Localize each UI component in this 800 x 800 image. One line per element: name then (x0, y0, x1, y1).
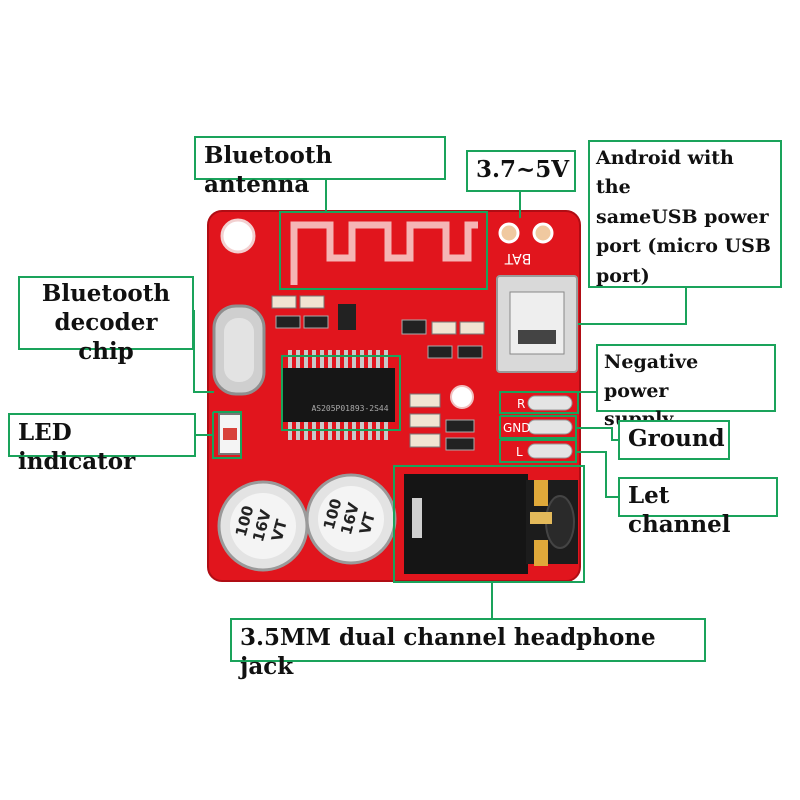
pin-label-r: R (517, 397, 525, 411)
usb-port-label-line4: port) (596, 264, 650, 287)
led-indicator-label: LED indicator (18, 419, 136, 475)
decoder-chip-label-line2: decoder chip (54, 308, 158, 365)
pin-label-gnd: GND (503, 421, 531, 435)
usb-port-callout: Android with the sameUSB power port (mic… (588, 140, 782, 288)
pin-label-l: L (516, 445, 523, 459)
pad-l (527, 443, 573, 459)
decoder-chip-label-line1: Bluetooth (41, 280, 171, 307)
left-channel-callout: Let channel (618, 477, 778, 538)
ground-callout: Ground (618, 420, 730, 460)
negative-power-callout: Negative power supply (596, 344, 776, 430)
left-channel-label: Let channel (628, 482, 731, 538)
mounting-hole-center (450, 385, 474, 409)
usb-port-label-line3: port (micro USB (596, 235, 771, 258)
usb-port-label-line2: sameUSB power (596, 205, 769, 228)
antenna-trace (290, 221, 478, 285)
power-pad-minus (532, 222, 554, 244)
usb-port-label-line1: Android with the (596, 147, 734, 199)
svg-text:VT: VT (356, 510, 379, 536)
pad-r (527, 395, 573, 411)
decoder-chip-callout: Bluetooth decoder chip (18, 276, 194, 365)
capacitor-left: 100 16V VT (217, 480, 309, 572)
led-indicator-callout: LED indicator (8, 413, 196, 475)
decoder-chip (283, 368, 395, 422)
power-pad-plus (498, 222, 520, 244)
voltage-label: 3.7~5V (476, 156, 570, 183)
svg-text:VT: VT (268, 517, 291, 543)
bluetooth-antenna-callout: Bluetooth antenna (194, 136, 446, 198)
pad-gnd (527, 419, 573, 435)
chip-marking: AS205P01893-2S44 (311, 404, 388, 413)
negative-power-label-line1: Negative power (604, 351, 699, 402)
mounting-hole (220, 218, 256, 254)
headphone-jack-callout: 3.5MM dual channel headphone jack (230, 618, 706, 680)
headphone-jack-label: 3.5MM dual channel headphone jack (240, 624, 656, 680)
bluetooth-antenna-label: Bluetooth antenna (204, 142, 333, 198)
capacitor-right: 100 16V VT (305, 473, 397, 565)
smd-components (271, 295, 485, 451)
headphone-jack (404, 474, 578, 574)
bat-silkscreen: BAT (504, 250, 531, 266)
voltage-callout: 3.7~5V (466, 150, 576, 192)
ground-label: Ground (628, 425, 725, 452)
callout-lines (193, 178, 687, 620)
